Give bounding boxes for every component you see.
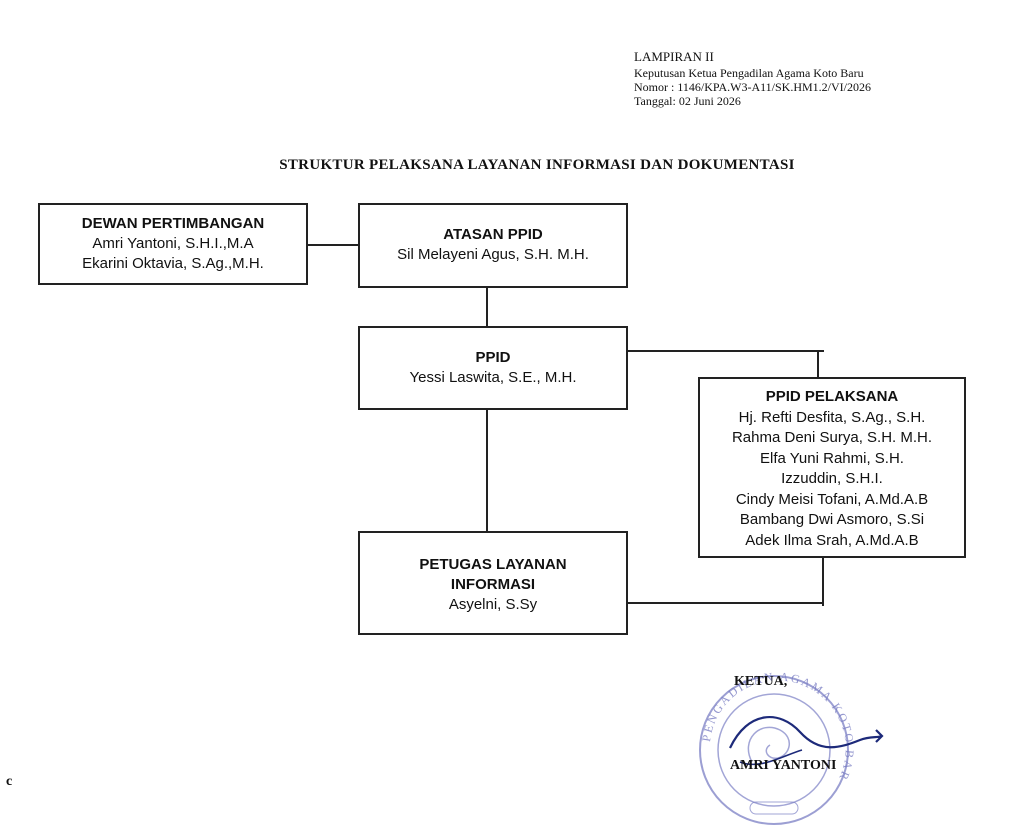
pelaksana-member: Izzuddin, S.H.I. bbox=[781, 470, 883, 487]
signatory-name: AMRI YANTONI bbox=[730, 758, 837, 773]
stray-mark: c bbox=[6, 774, 13, 789]
atasan-ppid-head: ATASAN PPID bbox=[443, 226, 543, 243]
dewan-pertimbangan-head: DEWAN PERTIMBANGAN bbox=[81, 215, 265, 232]
connector-pelaksana-top bbox=[817, 350, 819, 379]
atasan-ppid-box: ATASAN PPID Sil Melayeni Agus, S.H. M.H. bbox=[358, 203, 628, 288]
ppid-box: PPID Yessi Laswita, S.E., M.H. bbox=[358, 326, 628, 410]
connector-ppid-right bbox=[627, 350, 824, 352]
lampiran-header: LAMPIRAN II Keputusan Ketua Pengadilan A… bbox=[634, 49, 872, 109]
pelaksana-member: Cindy Meisi Tofani, A.Md.A.B bbox=[735, 490, 929, 508]
pelaksana-member: Bambang Dwi Asmoro, S.Si bbox=[739, 511, 925, 528]
connector-dewan-atasan bbox=[306, 244, 360, 246]
petugas-layanan-box: PETUGAS LAYANAN INFORMASI Asyelni, S.Sy bbox=[358, 531, 628, 635]
keputusan-line: Keputusan Ketua Pengadilan Agama Koto Ba… bbox=[634, 66, 864, 80]
pelaksana-member: Hj. Refti Desfita, S.Ag., S.H. bbox=[738, 408, 926, 426]
ppid-pelaksana-box: PPID PELAKSANA Hj. Refti Desfita, S.Ag.,… bbox=[698, 377, 966, 558]
dewan-member: Amri Yantoni, S.H.I.,M.A bbox=[92, 235, 254, 252]
connector-petugas-right bbox=[627, 602, 824, 604]
ppid-pelaksana-head: PPID PELAKSANA bbox=[765, 388, 899, 405]
signature-role: KETUA, bbox=[734, 674, 788, 689]
nomor-line: Nomor : 1146/KPA.W3-A11/SK.HM1.2/VI/2026 bbox=[634, 80, 872, 94]
lampiran-label: LAMPIRAN II bbox=[634, 49, 714, 64]
pelaksana-member: Elfa Yuni Rahmi, S.H. bbox=[760, 449, 904, 467]
connector-ppid-petugas bbox=[486, 408, 488, 532]
pelaksana-member: Rahma Deni Surya, S.H. M.H. bbox=[731, 429, 933, 446]
court-seal-stamp: PENGADILAN AGAMA KOTO BARU bbox=[690, 650, 884, 825]
ppid-member: Yessi Laswita, S.E., M.H. bbox=[409, 369, 577, 386]
connector-pelaksana-bottom bbox=[822, 556, 824, 606]
connector-atasan-ppid bbox=[486, 286, 488, 328]
document-title: STRUKTUR PELAKSANA LAYANAN INFORMASI DAN… bbox=[279, 157, 795, 173]
petugas-head-line1: PETUGAS LAYANAN bbox=[419, 556, 567, 573]
signature-block: PENGADILAN AGAMA KOTO BARU KETUA, AMRI Y… bbox=[690, 650, 920, 828]
petugas-member: Asyelni, S.Sy bbox=[448, 596, 538, 613]
atasan-member: Sil Melayeni Agus, S.H. M.H. bbox=[397, 246, 589, 263]
ppid-head: PPID bbox=[475, 349, 511, 366]
tanggal-line: Tanggal: 02 Juni 2026 bbox=[634, 94, 741, 108]
dewan-pertimbangan-box: DEWAN PERTIMBANGAN Amri Yantoni, S.H.I.,… bbox=[38, 203, 308, 285]
dewan-member: Ekarini Oktavia, S.Ag.,M.H. bbox=[82, 255, 264, 272]
pelaksana-member: Adek Ilma Srah, A.Md.A.B bbox=[745, 531, 919, 549]
petugas-head-line2: INFORMASI bbox=[450, 576, 536, 593]
